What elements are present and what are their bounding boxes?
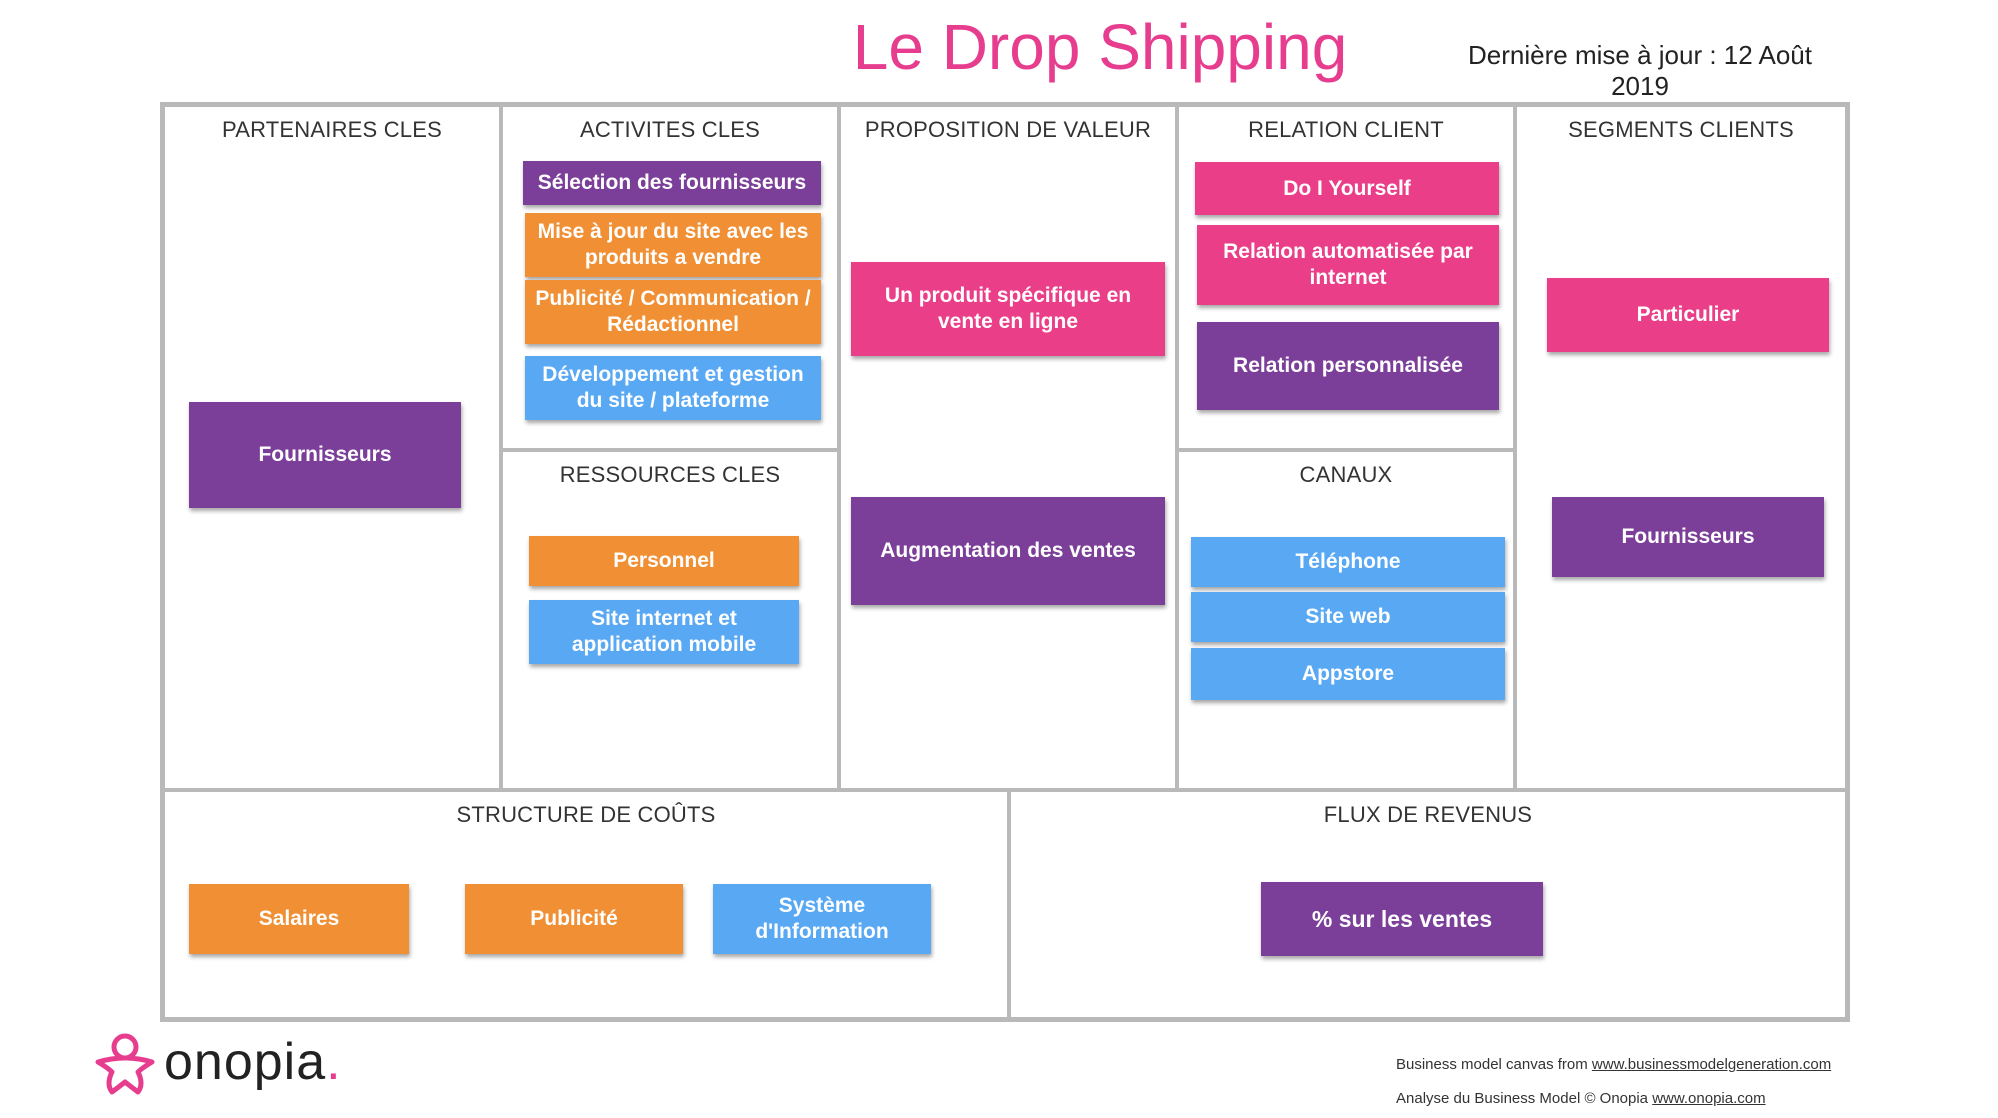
- note-relation-automatisee[interactable]: Relation automatisée par internet: [1197, 225, 1499, 305]
- note-telephone[interactable]: Téléphone: [1191, 537, 1505, 587]
- businessmodelgeneration-link[interactable]: www.businessmodelgeneration.com: [1591, 1056, 1832, 1073]
- page-title: Le Drop Shipping: [852, 11, 1348, 83]
- last-updated-text: Dernière mise à jour : 12 Août 2019: [1468, 40, 1812, 101]
- note-site-web[interactable]: Site web: [1191, 592, 1505, 642]
- note-fournisseurs-segment[interactable]: Fournisseurs: [1552, 497, 1824, 577]
- cell-title: CANAUX: [1299, 462, 1393, 487]
- note-produit-specifique[interactable]: Un produit spécifique en vente en ligne: [851, 262, 1165, 356]
- cell-title: STRUCTURE DE COÛTS: [456, 802, 716, 827]
- note-systeme-information[interactable]: Système d'Information: [713, 884, 931, 954]
- cell-value-proposition: PROPOSITION DE VALEUR Un produit spécifi…: [839, 105, 1177, 790]
- credit-line-2: Analyse du Business Model © Onopia www.o…: [1396, 1090, 1766, 1107]
- onopia-logo-text: onopia.: [164, 1033, 342, 1091]
- cell-title: SEGMENTS CLIENTS: [1568, 117, 1794, 142]
- note-appstore[interactable]: Appstore: [1191, 648, 1505, 700]
- onopia-link[interactable]: www.onopia.com: [1652, 1090, 1766, 1107]
- cell-customer-segments: SEGMENTS CLIENTS Particulier Fournisseur…: [1515, 105, 1847, 790]
- credit-line-1: Business model canvas from www.businessm…: [1396, 1056, 1832, 1073]
- business-model-canvas: PARTENAIRES CLES Fournisseurs ACTIVITES …: [160, 102, 1850, 1022]
- cell-key-activities: ACTIVITES CLES Sélection des fournisseur…: [501, 105, 839, 450]
- cell-key-partners: PARTENAIRES CLES Fournisseurs: [163, 105, 501, 790]
- cell-title: RELATION CLIENT: [1248, 117, 1444, 142]
- note-fournisseurs[interactable]: Fournisseurs: [189, 402, 461, 508]
- cell-title: PROPOSITION DE VALEUR: [864, 117, 1152, 142]
- note-publicite-communication[interactable]: Publicité / Communication / Rédactionnel: [525, 280, 821, 344]
- note-personnel[interactable]: Personnel: [529, 536, 799, 586]
- note-publicite[interactable]: Publicité: [465, 884, 683, 954]
- note-particulier[interactable]: Particulier: [1547, 278, 1829, 352]
- note-developpement-site[interactable]: Développement et gestion du site / plate…: [525, 356, 821, 420]
- cell-title: RESSOURCES CLES: [559, 462, 781, 487]
- note-site-internet-app[interactable]: Site internet et application mobile: [529, 600, 799, 664]
- cell-cost-structure: STRUCTURE DE COÛTS Salaires Publicité Sy…: [163, 790, 1009, 1019]
- cell-title: FLUX DE REVENUS: [1323, 802, 1533, 827]
- note-relation-personnalisee[interactable]: Relation personnalisée: [1197, 322, 1499, 410]
- cell-customer-relationships: RELATION CLIENT Do I Yourself Relation a…: [1177, 105, 1515, 450]
- note-salaires[interactable]: Salaires: [189, 884, 409, 954]
- cell-revenue-streams: FLUX DE REVENUS % sur les ventes: [1009, 790, 1847, 1019]
- onopia-logo: onopia.: [92, 1030, 341, 1100]
- note-selection-fournisseurs[interactable]: Sélection des fournisseurs: [523, 161, 821, 205]
- cell-title: ACTIVITES CLES: [579, 117, 761, 142]
- note-mise-a-jour-site[interactable]: Mise à jour du site avec les produits a …: [525, 213, 821, 277]
- note-pourcentage-ventes[interactable]: % sur les ventes: [1261, 882, 1543, 956]
- onopia-figure-icon: [95, 1033, 155, 1095]
- cell-key-resources: RESSOURCES CLES Personnel Site internet …: [501, 450, 839, 790]
- note-do-i-yourself[interactable]: Do I Yourself: [1195, 162, 1499, 215]
- cell-channels: CANAUX Téléphone Site web Appstore: [1177, 450, 1515, 790]
- cell-title: PARTENAIRES CLES: [221, 117, 442, 142]
- note-augmentation-ventes[interactable]: Augmentation des ventes: [851, 497, 1165, 605]
